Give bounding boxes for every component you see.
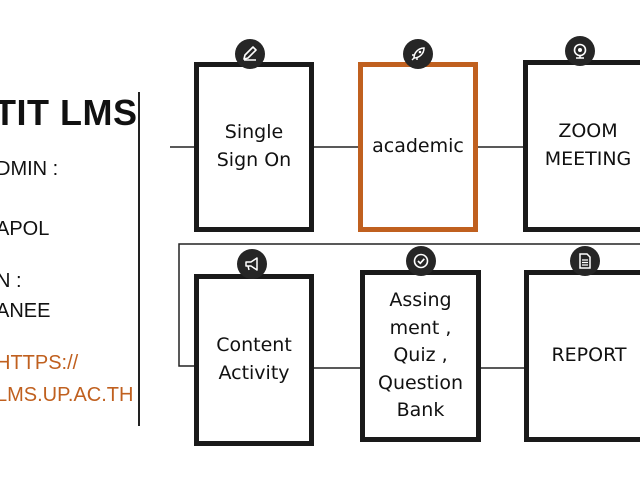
sidebar-divider	[138, 92, 140, 426]
admin-label: DMIN :	[0, 158, 59, 180]
step-report[interactable]: REPORT	[524, 270, 640, 442]
step-label: Single Sign On	[216, 121, 292, 171]
admin-name: APOL	[0, 218, 50, 240]
step-label: academic	[372, 135, 464, 158]
step-label: REPORT	[551, 344, 627, 367]
pen-icon	[235, 39, 265, 69]
megaphone-icon	[237, 249, 267, 279]
second-name: ANEE	[0, 300, 51, 322]
step-content-activity[interactable]: Content Activity	[194, 274, 314, 446]
webcam-icon	[565, 36, 595, 66]
second-label: N :	[0, 270, 22, 292]
step-assignment-quiz[interactable]: Assing ment , Quiz , Question Bank	[360, 270, 481, 442]
step-academic[interactable]: academic	[358, 62, 478, 232]
step-label: ZOOM MEETING	[544, 120, 632, 170]
step-zoom-meeting[interactable]: ZOOM MEETING	[523, 60, 640, 232]
step-single-sign-on[interactable]: Single Sign On	[194, 62, 314, 232]
document-icon	[570, 246, 600, 276]
step-label: Content Activity	[216, 334, 292, 384]
lms-title: TIT LMS	[0, 92, 138, 133]
check-circle-icon	[406, 246, 436, 276]
lms-link-line1[interactable]: HTTPS://	[0, 352, 79, 374]
step-label: Assing ment , Quiz , Question Bank	[378, 289, 463, 422]
lms-link-line2[interactable]: LMS.UP.AC.TH	[0, 384, 134, 406]
rocket-icon	[403, 39, 433, 69]
